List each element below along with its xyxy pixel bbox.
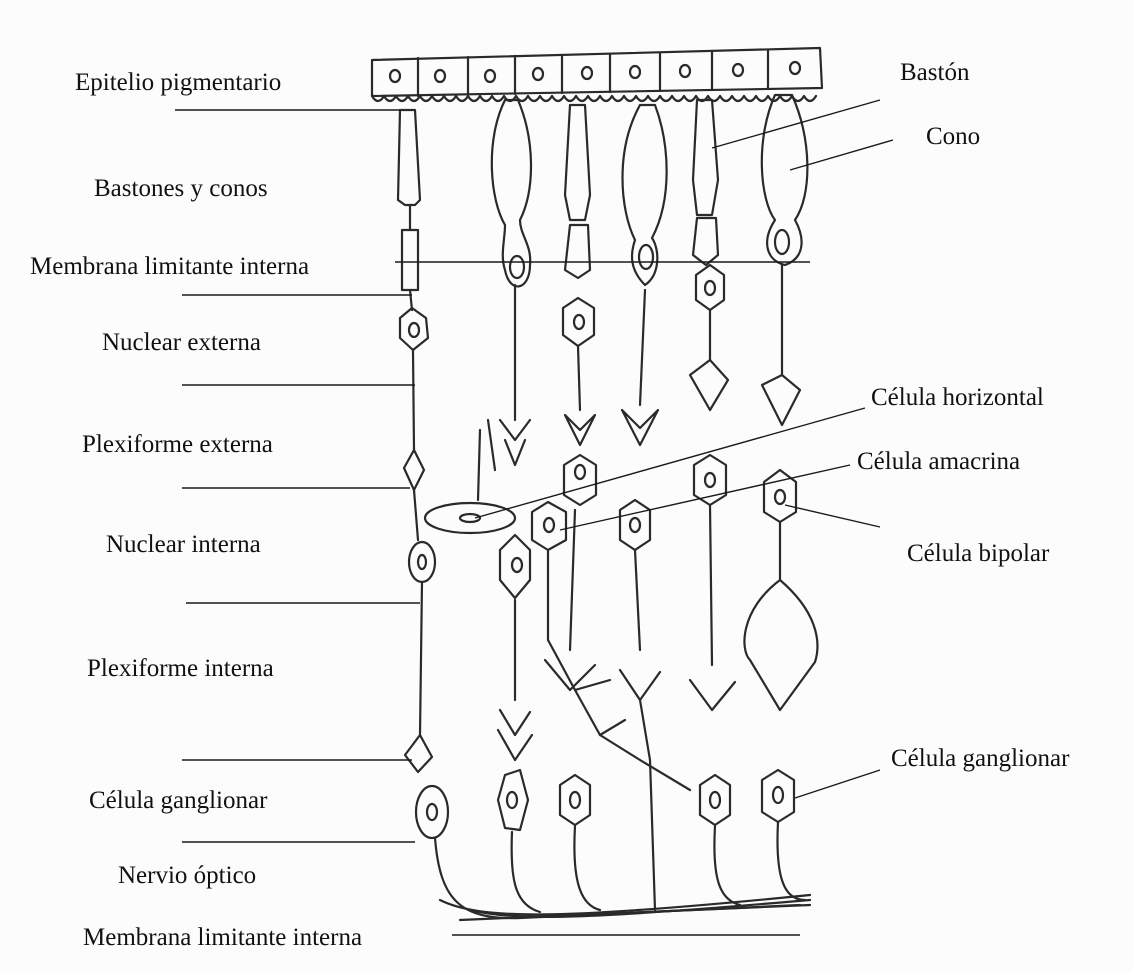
label-cono: Cono [926,124,980,149]
label-celula-amacrina: Célula amacrina [857,449,1020,474]
label-celula-ganglionar-right: Célula ganglionar [891,746,1069,771]
label-celula-bipolar: Célula bipolar [907,541,1049,566]
label-epitelio-pigmentario: Epitelio pigmentario [75,70,281,95]
pigment-epithelium [372,48,822,101]
label-plexiforme-interna: Plexiforme interna [87,656,274,681]
rod-column-3 [690,100,740,905]
label-nuclear-interna: Nuclear interna [106,532,261,557]
rod-column-2 [545,105,600,910]
label-plexiforme-externa: Plexiforme externa [82,432,273,457]
left-leader-lines [175,110,810,935]
label-membrana-limitante-externa: Membrana limitante interna [30,254,309,279]
label-nuclear-externa: Nuclear externa [102,330,261,355]
label-baston: Bastón [900,60,969,85]
label-bastones-y-conos: Bastones y conos [94,176,268,201]
amacrine-cell [532,502,690,790]
rod-column-1 [398,110,800,918]
label-nervio-optico: Nervio óptico [118,863,256,888]
cone-column-3 [744,95,817,900]
horizontal-cell [425,420,515,533]
label-celula-ganglionar-left: Célula ganglionar [89,788,267,813]
label-membrana-limitante-interna: Membrana limitante interna [83,925,362,950]
label-celula-horizontal: Célula horizontal [871,385,1044,410]
right-leader-lines [475,100,893,798]
